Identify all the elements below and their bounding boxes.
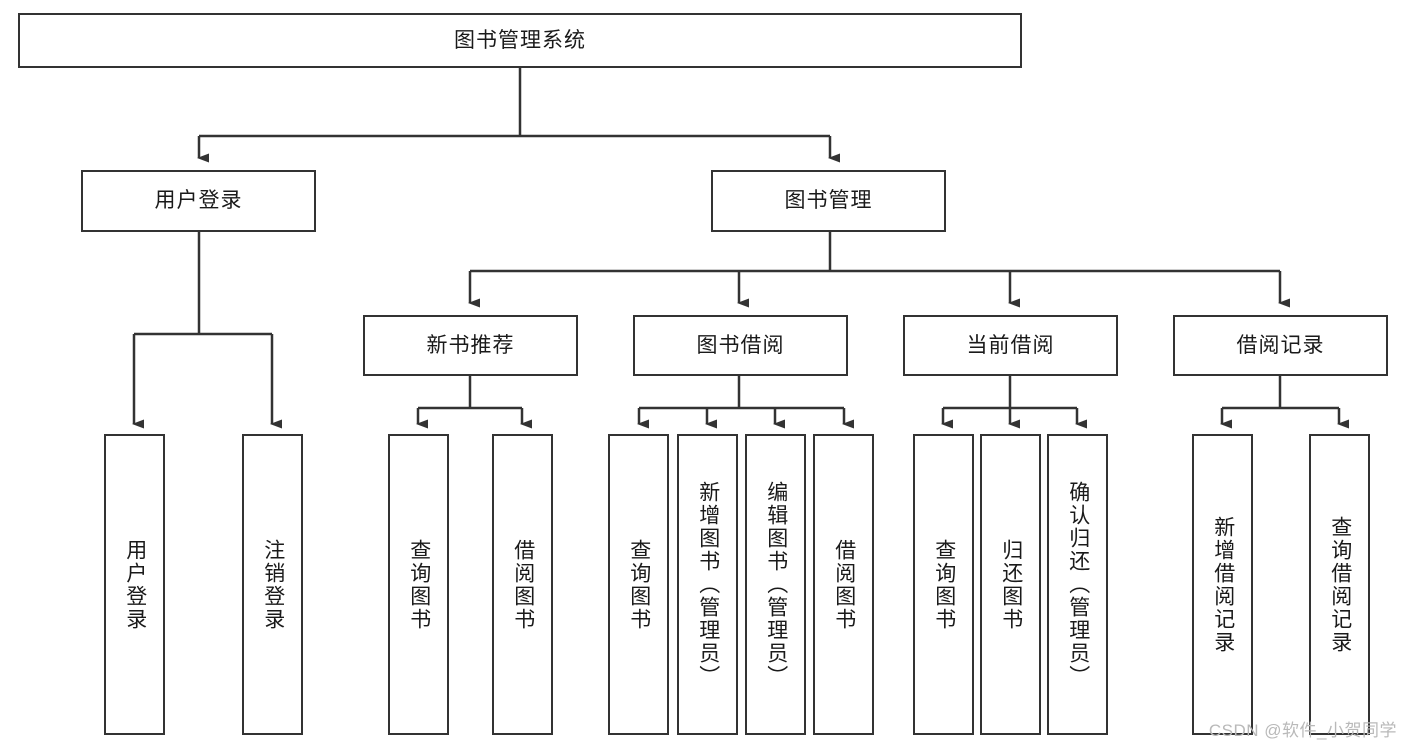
node-book-management[interactable]: 图书管理 — [711, 170, 946, 232]
node-new-book-recommend[interactable]: 新书推荐 — [363, 315, 578, 376]
node-user-login[interactable]: 用户登录 — [81, 170, 316, 232]
leaf-label: 查询图书 — [407, 538, 431, 631]
leaf-label: 查询图书 — [932, 538, 956, 631]
leaf-label: 归还图书 — [999, 538, 1023, 631]
node-user-login-label: 用户登录 — [154, 189, 243, 213]
leaf-label: 用户登录 — [123, 538, 147, 631]
leaf-recommend-query-book[interactable]: 查询图书 — [388, 434, 449, 735]
node-new-book-recommend-label: 新书推荐 — [426, 333, 515, 357]
leaf-label: 新增借阅记录 — [1211, 515, 1235, 654]
leaf-user-login-signout[interactable]: 注销登录 — [242, 434, 303, 735]
watermark: CSDN @软件_小贺同学 — [1208, 721, 1397, 740]
leaf-label: 确认归还（管理员） — [1066, 481, 1090, 688]
leaf-borrow-add-book-admin[interactable]: 新增图书（管理员） — [677, 434, 738, 735]
leaf-label: 借阅图书 — [511, 538, 535, 631]
leaf-label: 借阅图书 — [832, 538, 856, 631]
leaf-borrow-borrow-book[interactable]: 借阅图书 — [813, 434, 874, 735]
leaf-label: 新增图书（管理员） — [696, 481, 720, 688]
node-borrow-record[interactable]: 借阅记录 — [1173, 315, 1388, 376]
leaf-label: 查询借阅记录 — [1328, 515, 1352, 654]
leaf-user-login-signin[interactable]: 用户登录 — [104, 434, 165, 735]
leaf-current-query-book[interactable]: 查询图书 — [913, 434, 974, 735]
leaf-borrow-edit-book-admin[interactable]: 编辑图书（管理员） — [745, 434, 806, 735]
node-book-management-label: 图书管理 — [784, 189, 873, 213]
leaf-label: 查询图书 — [627, 538, 651, 631]
node-current-borrow[interactable]: 当前借阅 — [903, 315, 1118, 376]
leaf-record-add-record[interactable]: 新增借阅记录 — [1192, 434, 1253, 735]
leaf-recommend-borrow-book[interactable]: 借阅图书 — [492, 434, 553, 735]
leaf-label: 编辑图书（管理员） — [764, 481, 788, 688]
leaf-label: 注销登录 — [261, 538, 285, 631]
node-root[interactable]: 图书管理系统 — [18, 13, 1022, 68]
leaf-borrow-query-book[interactable]: 查询图书 — [608, 434, 669, 735]
node-book-borrow-label: 图书借阅 — [696, 333, 785, 357]
leaf-record-query-record[interactable]: 查询借阅记录 — [1309, 434, 1370, 735]
node-root-label: 图书管理系统 — [454, 28, 586, 52]
node-borrow-record-label: 借阅记录 — [1236, 333, 1325, 357]
leaf-current-confirm-return-admin[interactable]: 确认归还（管理员） — [1047, 434, 1108, 735]
node-current-borrow-label: 当前借阅 — [966, 333, 1055, 357]
node-book-borrow[interactable]: 图书借阅 — [633, 315, 848, 376]
leaf-current-return-book[interactable]: 归还图书 — [980, 434, 1041, 735]
